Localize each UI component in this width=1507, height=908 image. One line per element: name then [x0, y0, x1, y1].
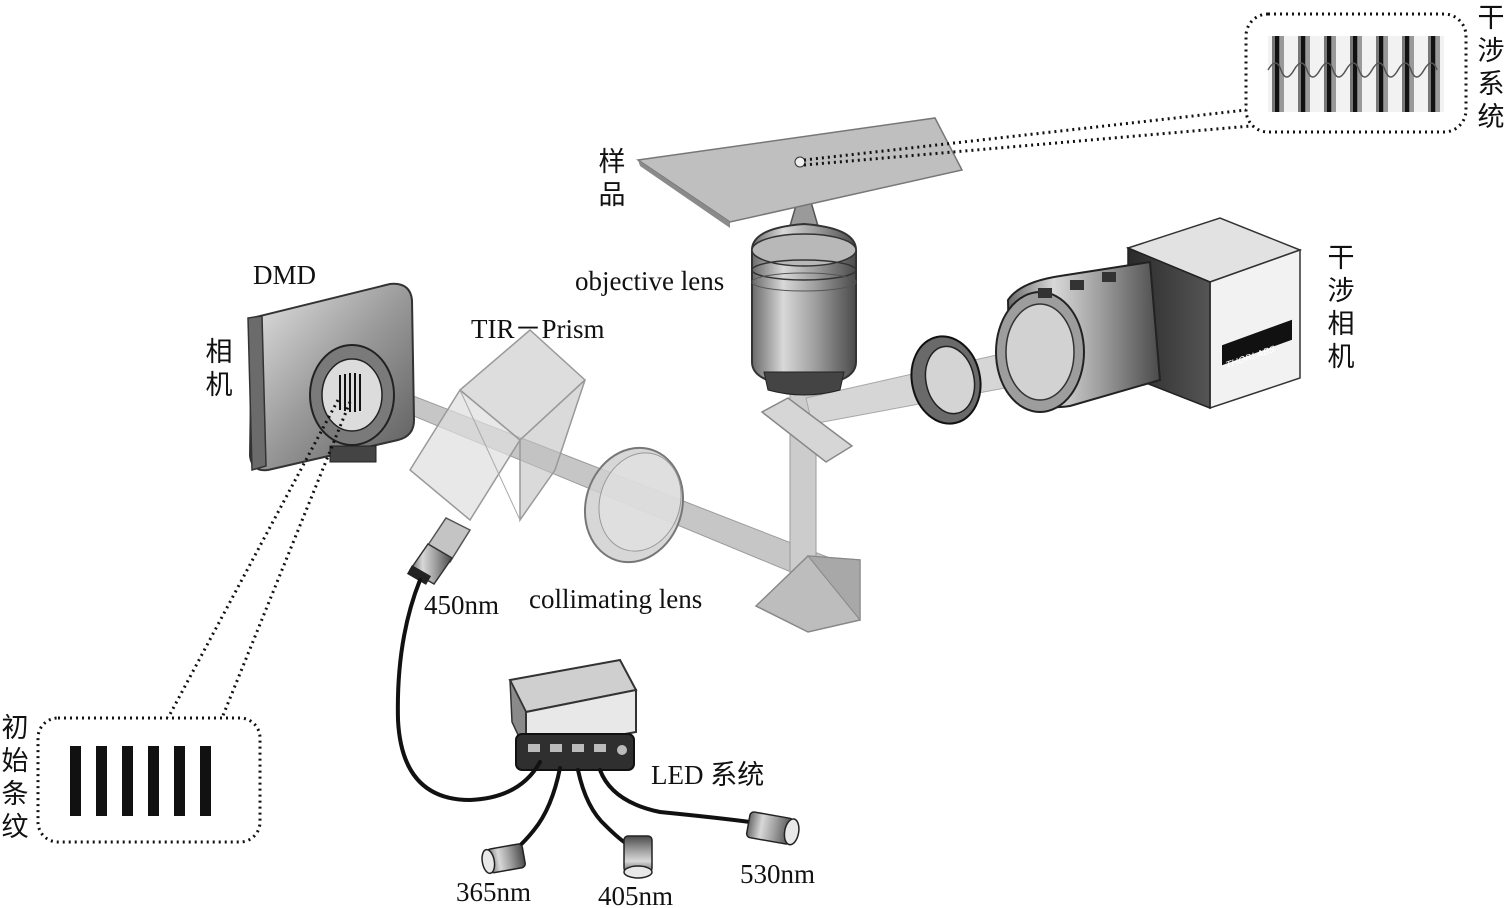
beam-splitter-icon: [760, 397, 854, 463]
tir-prism-label: TIR－Prism: [471, 314, 605, 344]
sample-leader: [803, 108, 1263, 167]
wavelength-450-label: 450nm: [424, 590, 500, 620]
dmd-camera-icon: [247, 282, 416, 472]
led-system-label: LED 系统: [651, 760, 765, 790]
sample-label: 样品: [598, 147, 626, 211]
collimating-lens-icon: [583, 446, 685, 564]
interference-camera-label: 干涉相机: [1327, 243, 1355, 373]
led-head-450-icon: [406, 517, 472, 585]
dmd-leader: [166, 399, 352, 719]
camera-left-label: 相机: [205, 337, 233, 401]
interference-system-label: 干涉系统: [1477, 3, 1505, 133]
led-head-icon: [481, 811, 800, 879]
wavelength-530-label: 530nm: [740, 859, 816, 889]
wavelength-405-label: 405nm: [598, 881, 674, 908]
initial-fringes-label: 初始条纹: [1, 713, 29, 843]
objective-lens-icon: [751, 175, 857, 396]
wavelength-365-label: 365nm: [456, 877, 532, 907]
collimating-lens-label: collimating lens: [529, 584, 703, 614]
interference-fringe-bubble: [1244, 12, 1468, 134]
interference-camera-icon: [995, 217, 1303, 413]
fold-mirror-icon: [754, 555, 861, 633]
initial-fringe-bubble: [36, 716, 262, 844]
objective-lens-label: objective lens: [575, 266, 725, 296]
tir-prism-icon: [409, 328, 587, 523]
sample-slide-icon: [635, 117, 964, 228]
ring-lens-icon: [910, 335, 982, 425]
dmd-label: DMD: [253, 260, 317, 290]
led-controller-icon: [508, 658, 638, 771]
